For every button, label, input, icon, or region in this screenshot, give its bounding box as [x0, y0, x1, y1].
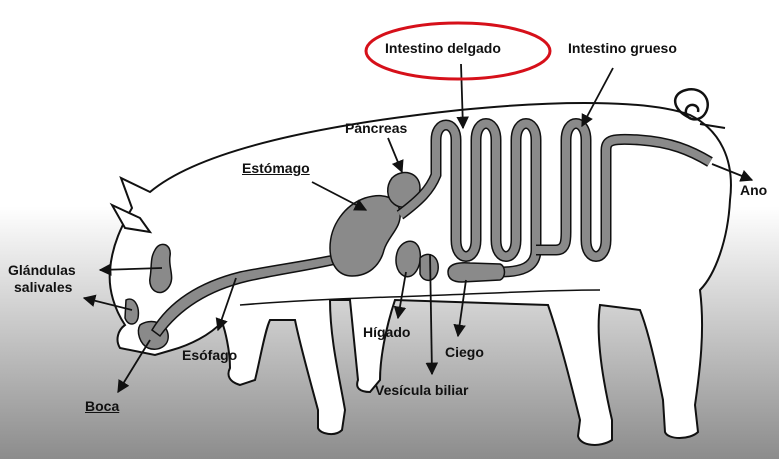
- label-ano: Ano: [740, 182, 767, 198]
- salivary-gland-lower: [125, 299, 138, 324]
- label-esofago: Esófago: [182, 347, 237, 363]
- label-intestino-delgado: Intestino delgado: [385, 40, 501, 56]
- label-vesicula-biliar: Vesícula biliar: [375, 382, 468, 398]
- label-higado: Hígado: [363, 324, 410, 340]
- label-intestino-grueso: Intestino grueso: [568, 40, 677, 56]
- cecum: [448, 263, 505, 282]
- label-glandulas-line1: Glándulas: [8, 262, 76, 278]
- label-ciego: Ciego: [445, 344, 484, 360]
- label-boca: Boca: [85, 398, 119, 414]
- liver: [396, 241, 420, 276]
- label-estomago: Estómago: [242, 160, 310, 176]
- liver-lobe: [420, 254, 438, 280]
- label-pancreas: Páncreas: [345, 120, 407, 136]
- label-glandulas-line2: salivales: [14, 279, 72, 295]
